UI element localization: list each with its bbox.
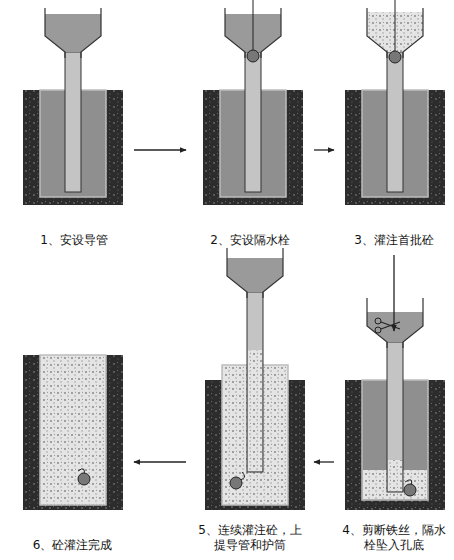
ground [23, 355, 123, 510]
plug-ball [230, 477, 242, 489]
flow-arrow [314, 461, 334, 462]
scissors-handle [375, 318, 381, 324]
plug-ball [404, 484, 416, 496]
funnel-fill [227, 258, 283, 292]
step-caption: 2、安设隔水栓 [207, 233, 293, 251]
scissors-blade [381, 322, 400, 329]
step-caption: 3、灌注首批砼 [351, 233, 437, 251]
funnel-fill [45, 14, 101, 52]
tremie-pipe [65, 52, 81, 192]
process-step: 6、砼灌注完成 [15, 340, 130, 556]
concrete-pile [40, 355, 106, 505]
plug-ball [389, 51, 401, 63]
tremie-pipe [387, 342, 403, 492]
scissors-blade [381, 322, 400, 329]
tremie-pipe [387, 52, 403, 192]
panel-3-drawing [345, 0, 445, 205]
scissors-handle [375, 327, 381, 333]
process-step: 1、安设导管 [18, 5, 130, 251]
funnel [227, 248, 283, 298]
scissors-symbol [375, 318, 400, 333]
panel-1-drawing [23, 8, 123, 205]
funnel [45, 8, 101, 58]
flow-arrow [314, 149, 334, 150]
step-caption: 6、砼灌注完成 [30, 538, 116, 556]
flow-arrow [134, 461, 186, 462]
tremie-pipe [245, 52, 261, 192]
plug-ball [78, 473, 90, 485]
process-step: 2、安设隔水栓 [190, 5, 310, 251]
plug-ball [247, 50, 259, 62]
step-caption: 1、安设导管 [37, 233, 111, 251]
panel-6-drawing [23, 355, 123, 510]
tremie-pipe [247, 292, 263, 472]
flow-arrow [393, 255, 394, 331]
wire [395, 0, 396, 51]
panel-5-drawing [205, 248, 305, 510]
panel-4-drawing [345, 298, 445, 510]
funnel [367, 298, 423, 348]
flow-arrow [134, 149, 186, 150]
pipe-concrete [248, 350, 262, 471]
step-caption: 4、剪断铁丝，隔水栓坠入孔底 [338, 523, 450, 556]
funnel-fill [367, 312, 423, 342]
pipe-concrete [388, 460, 402, 491]
process-step: 4、剪断铁丝，隔水栓坠入孔底 [338, 335, 450, 556]
wire [253, 0, 254, 50]
panel-2-drawing [203, 0, 303, 205]
process-step: 5、连续灌注砼，上提导管和护筒 [190, 280, 310, 556]
step-caption: 5、连续灌注砼，上提导管和护筒 [190, 523, 310, 556]
process-step: 3、灌注首批砼 [338, 5, 450, 251]
